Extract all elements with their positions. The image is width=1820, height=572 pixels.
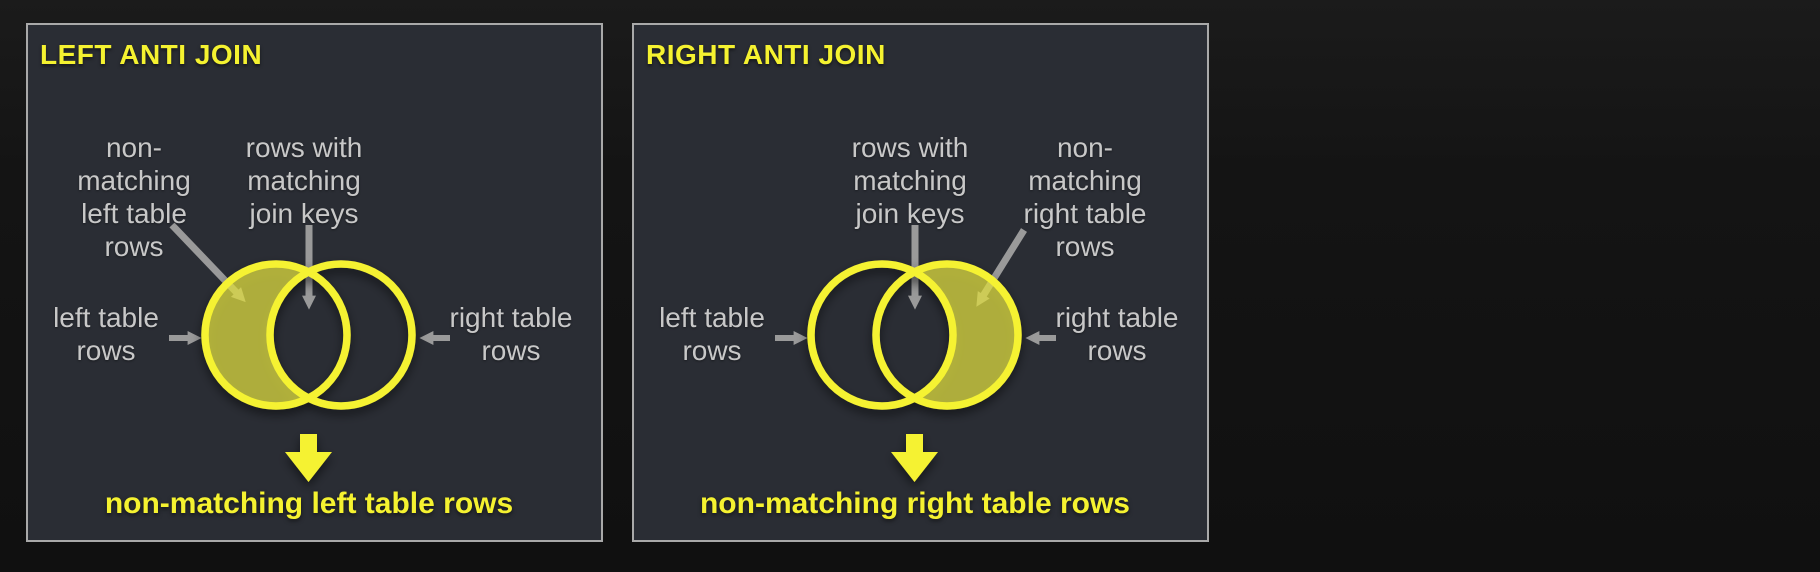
right-table-rows-label: right table rows: [1055, 302, 1179, 366]
panel-title: LEFT ANTI JOIN: [40, 39, 263, 70]
left-circle: [807, 260, 957, 410]
result-arrow-icon: [285, 434, 332, 482]
venn-diagram: [169, 222, 450, 482]
crescent-highlight: [876, 264, 1018, 406]
right-table-rows-label: right table rows: [449, 302, 573, 366]
matching-rows-label: rows with matching join keys: [851, 132, 969, 229]
nonmatching-rows-label: non- matching left table rows: [77, 132, 191, 262]
right-circle: [872, 260, 1022, 410]
matching-rows-label: rows with matching join keys: [245, 132, 363, 229]
left-circle: [201, 260, 351, 410]
result-arrow-icon: [891, 434, 938, 482]
crescent-highlight: [205, 264, 347, 406]
left-table-rows-label: left table rows: [53, 302, 159, 366]
right-circle: [266, 260, 416, 410]
nonmatching-rows-label: non- matching right table rows: [1023, 132, 1147, 262]
venn-diagram: [775, 225, 1056, 482]
left-table-rows-label: left table rows: [659, 302, 765, 366]
panel-title: RIGHT ANTI JOIN: [646, 39, 886, 70]
left-anti-join-panel: LEFT ANTI JOIN: [26, 23, 603, 542]
result-label: non-matching right table rows: [699, 487, 1130, 520]
result-label: non-matching left table rows: [104, 487, 514, 520]
right-anti-join-panel: RIGHT ANTI JOIN: [632, 23, 1209, 542]
